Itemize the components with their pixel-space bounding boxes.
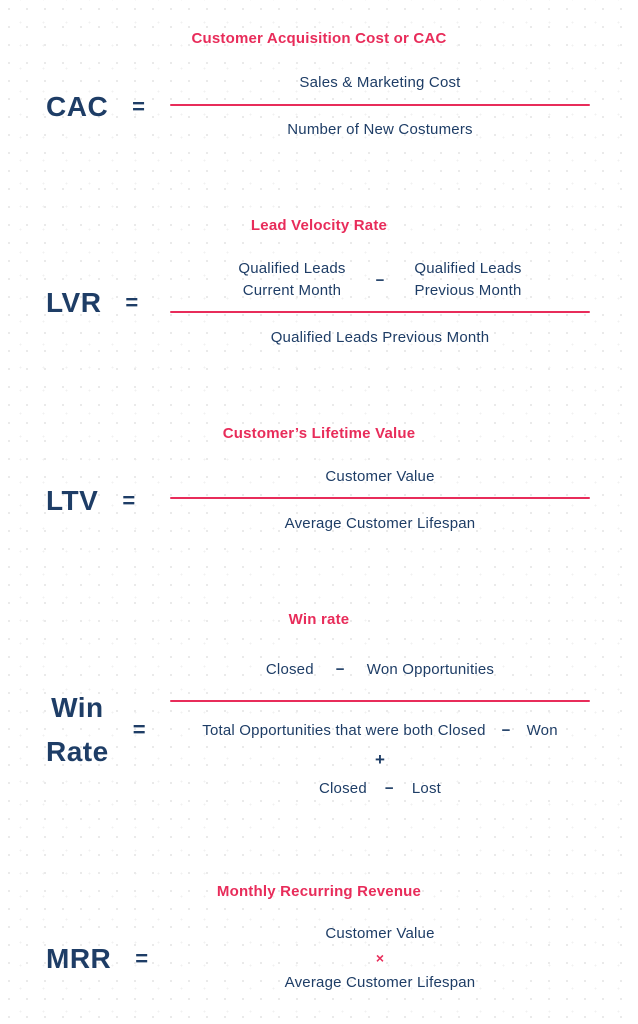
- section-ltv: Customer’s Lifetime Value LTV = Customer…: [0, 425, 638, 533]
- lvr-title: Lead Velocity Rate: [250, 217, 388, 234]
- win-rate-numerator: Closed − Won Opportunities: [266, 661, 494, 679]
- lvr-formula-row: LVR = Qualified Leads Current Month − Qu…: [0, 258, 638, 347]
- cac-metric-abbreviation: CAC: [46, 90, 109, 122]
- win-rate-num-right: Won Opportunities: [366, 661, 495, 678]
- win-rate-title: Win rate: [288, 611, 350, 628]
- ltv-fraction: Customer Value Average Customer Lifespan: [170, 468, 590, 533]
- win-rate-den2-left: Closed: [318, 780, 367, 797]
- cac-numerator: Sales & Marketing Cost: [299, 74, 461, 91]
- win-rate-denominator-line1: Total Opportunities that were both Close…: [202, 722, 558, 740]
- mrr-label-group: MRR =: [0, 943, 170, 975]
- section-mrr: Monthly Recurring Revenue MRR = Customer…: [0, 883, 638, 992]
- cac-denominator: Number of New Costumers: [287, 121, 473, 138]
- win-rate-formula-row: Win Rate = Closed − Won Opportunities To…: [0, 661, 638, 798]
- lvr-num-left-line1: Qualified Leads: [238, 260, 346, 277]
- mrr-formula-row: MRR = Customer Value × Average Customer …: [0, 925, 638, 992]
- win-rate-fraction-line: [170, 700, 590, 702]
- lvr-num-right-line2: Previous Month: [414, 282, 522, 299]
- mrr-title: Monthly Recurring Revenue: [216, 883, 422, 900]
- lvr-num-right-line1: Qualified Leads: [414, 260, 522, 277]
- section-lvr: Lead Velocity Rate LVR = Qualified Leads…: [0, 217, 638, 347]
- ltv-denominator: Average Customer Lifespan: [284, 515, 476, 532]
- win-rate-label-line1: Win: [51, 691, 104, 723]
- lvr-numerator-left: Qualified Leads Current Month: [238, 258, 345, 302]
- lvr-numerator-right: Qualified Leads Previous Month: [414, 258, 521, 302]
- ltv-fraction-line: [170, 497, 590, 499]
- win-rate-label-line2: Rate: [46, 735, 109, 767]
- mrr-top-operand: Customer Value: [325, 925, 435, 942]
- ltv-metric-abbreviation: LTV: [46, 484, 99, 516]
- lvr-equals-sign: =: [125, 289, 139, 315]
- win-rate-den1-minus-sign: −: [501, 722, 511, 739]
- cac-label-group: CAC =: [0, 91, 170, 123]
- win-rate-metric-abbreviation: Win Rate: [46, 686, 109, 774]
- win-rate-equals-sign: =: [132, 716, 146, 742]
- ltv-formula-row: LTV = Customer Value Average Customer Li…: [0, 468, 638, 533]
- win-rate-den1-right: Won: [526, 722, 558, 739]
- win-rate-den2-minus-sign: −: [384, 780, 394, 797]
- win-rate-den1-left: Total Opportunities that were both Close…: [202, 722, 486, 739]
- section-win-rate: Win rate Win Rate = Closed − Won Opportu…: [0, 611, 638, 798]
- mrr-multiply-sign: ×: [375, 950, 385, 966]
- win-rate-label-group: Win Rate =: [0, 686, 170, 774]
- cac-fraction-line: [170, 104, 590, 106]
- cac-equals-sign: =: [132, 93, 146, 119]
- win-rate-den2-right: Lost: [411, 780, 442, 797]
- lvr-fraction-line: [170, 311, 590, 313]
- section-cac: Customer Acquisition Cost or CAC CAC = S…: [0, 30, 638, 139]
- ltv-label-group: LTV =: [0, 485, 170, 517]
- win-rate-plus-sign: +: [375, 750, 385, 769]
- ltv-numerator: Customer Value: [325, 468, 435, 485]
- win-rate-num-left: Closed: [265, 661, 314, 678]
- win-rate-num-minus-sign: −: [335, 661, 345, 678]
- ltv-equals-sign: =: [122, 487, 136, 513]
- lvr-label-group: LVR =: [0, 287, 170, 319]
- cac-formula-row: CAC = Sales & Marketing Cost Number of N…: [0, 74, 638, 139]
- cac-title: Customer Acquisition Cost or CAC: [191, 30, 447, 47]
- cac-fraction: Sales & Marketing Cost Number of New Cos…: [170, 74, 590, 139]
- lvr-numerator: Qualified Leads Current Month − Qualifie…: [238, 258, 521, 302]
- mrr-bottom-operand: Average Customer Lifespan: [284, 974, 476, 991]
- mrr-expression: Customer Value × Average Customer Lifesp…: [170, 925, 590, 992]
- lvr-denominator: Qualified Leads Previous Month: [270, 329, 490, 346]
- mrr-metric-abbreviation: MRR: [46, 942, 112, 974]
- lvr-fraction: Qualified Leads Current Month − Qualifie…: [170, 258, 590, 347]
- mrr-equals-sign: =: [135, 945, 149, 971]
- win-rate-denominator-line2: Closed − Lost: [319, 780, 441, 798]
- ltv-title: Customer’s Lifetime Value: [222, 425, 416, 442]
- lvr-metric-abbreviation: LVR: [46, 286, 102, 318]
- lvr-num-left-line2: Current Month: [242, 282, 342, 299]
- lvr-minus-sign: −: [375, 271, 385, 289]
- win-rate-fraction: Closed − Won Opportunities Total Opportu…: [170, 661, 590, 798]
